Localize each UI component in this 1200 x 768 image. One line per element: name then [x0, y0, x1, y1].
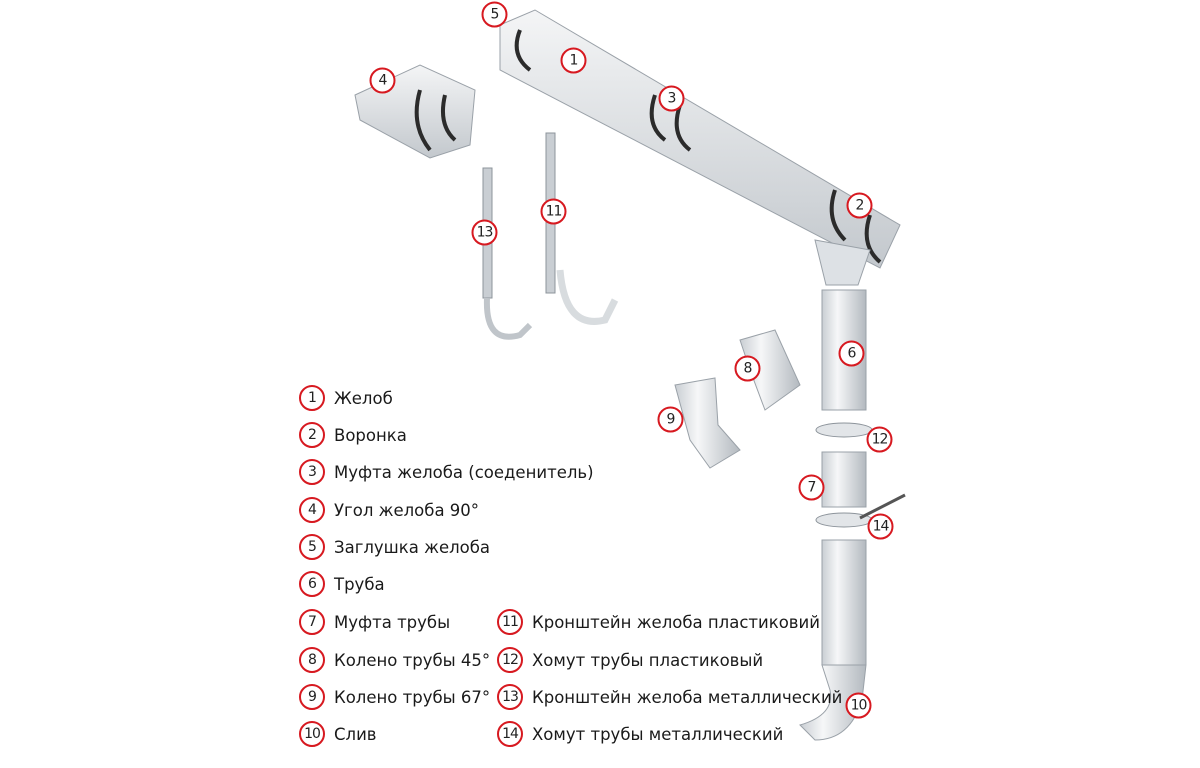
callout-2: 2 — [846, 192, 873, 219]
legend-item: 2 Воронка — [299, 420, 407, 450]
callout-4: 4 — [369, 67, 396, 94]
legend-label: Заглушка желоба — [334, 537, 491, 557]
legend-number: 14 — [497, 721, 523, 747]
legend-label: Колено трубы 67° — [334, 687, 491, 707]
callout-6: 6 — [838, 340, 865, 367]
legend-item: 7 Муфта трубы — [299, 607, 450, 637]
legend-number: 13 — [497, 684, 523, 710]
legend-item: 3 Муфта желоба (соеденитель) — [299, 457, 594, 487]
legend-label: Кронштейн желоба пластиковий — [532, 612, 820, 632]
legend-label: Колено трубы 45° — [334, 650, 491, 670]
legend-label: Кронштейн желоба металлический — [532, 687, 843, 707]
callout-9: 9 — [657, 406, 684, 433]
callout-8: 8 — [734, 355, 761, 382]
legend-number: 4 — [299, 497, 325, 523]
legend-label: Желоб — [334, 388, 393, 408]
legend-label: Хомут трубы пластиковый — [532, 650, 764, 670]
legend-item: 14 Хомут трубы металлический — [497, 719, 783, 749]
legend-label: Слив — [334, 724, 377, 744]
legend-number: 3 — [299, 459, 325, 485]
legend-number: 9 — [299, 684, 325, 710]
legend-number: 7 — [299, 609, 325, 635]
callout-3: 3 — [658, 85, 685, 112]
legend-number: 11 — [497, 609, 523, 635]
legend-item: 4 Угол желоба 90° — [299, 495, 479, 525]
callout-11: 11 — [540, 198, 567, 225]
legend-item: 1 Желоб — [299, 383, 393, 413]
legend-label: Труба — [334, 574, 385, 594]
legend-item: 10 Слив — [299, 719, 377, 749]
gutter-run — [499, 9, 901, 269]
callout-13: 13 — [471, 219, 498, 246]
legend-number: 5 — [299, 534, 325, 560]
legend-label: Муфта желоба (соеденитель) — [334, 462, 594, 482]
legend-number: 10 — [299, 721, 325, 747]
funnel-part — [814, 239, 871, 286]
legend-number: 12 — [497, 647, 523, 673]
legend-number: 1 — [299, 385, 325, 411]
callout-14: 14 — [867, 513, 894, 540]
legend-item: 11 Кронштейн желоба пластиковий — [497, 607, 820, 637]
legend-number: 2 — [299, 422, 325, 448]
legend-item: 9 Колено трубы 67° — [299, 682, 490, 712]
legend-item: 5 Заглушка желоба — [299, 532, 490, 562]
elbow-67-part — [674, 377, 741, 469]
plastic-bracket-part — [545, 132, 619, 325]
legend-label: Муфта трубы — [334, 612, 451, 632]
legend-number: 6 — [299, 571, 325, 597]
callout-10: 10 — [845, 692, 872, 719]
legend-item: 12 Хомут трубы пластиковый — [497, 645, 763, 675]
legend-label: Воронка — [334, 425, 407, 445]
legend-item: 13 Кронштейн желоба металлический — [497, 682, 842, 712]
callout-12: 12 — [866, 426, 893, 453]
legend-item: 6 Труба — [299, 569, 385, 599]
callout-7: 7 — [798, 474, 825, 501]
callout-1: 1 — [560, 47, 587, 74]
legend-number: 8 — [299, 647, 325, 673]
callout-5: 5 — [481, 1, 508, 28]
legend-label: Угол желоба 90° — [334, 500, 480, 520]
legend-label: Хомут трубы металлический — [532, 724, 784, 744]
metal-bracket-part — [482, 167, 533, 340]
legend-item: 8 Колено трубы 45° — [299, 645, 490, 675]
